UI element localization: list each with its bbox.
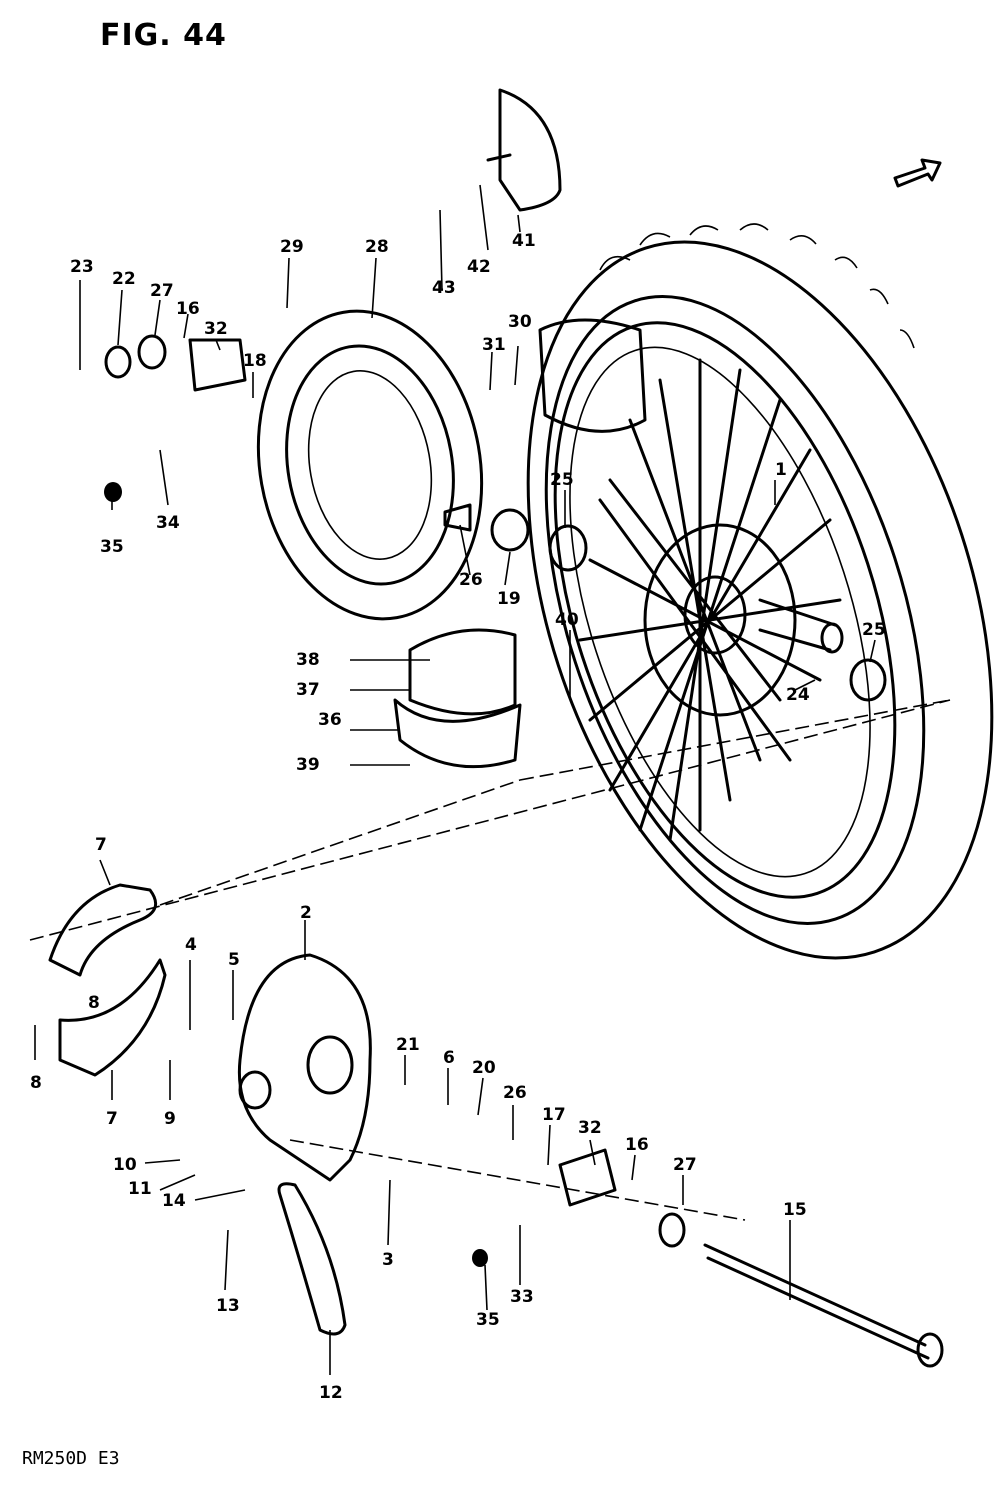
callout-6: 6 [443,1048,455,1068]
callout-16b: 16 [625,1135,649,1155]
callout-20: 20 [472,1058,496,1078]
callout-27a: 27 [150,281,174,301]
rim-and-spokes [553,321,897,899]
callout-35a: 35 [100,537,124,557]
callout-16a: 16 [176,299,200,319]
front-direction-arrow-icon [893,158,942,188]
chain-adjusters [104,334,686,1267]
callout-13: 13 [216,1296,240,1316]
callout-26a: 26 [459,570,483,590]
torque-arm [277,1182,347,1336]
callout-43: 43 [432,278,456,298]
brake-panel [237,953,372,1182]
callout-22: 22 [112,269,136,289]
callout-1: 1 [775,460,787,480]
callout-21: 21 [396,1035,420,1055]
callout-12: 12 [319,1383,343,1403]
callout-5: 5 [228,950,240,970]
callout-25b: 25 [862,620,886,640]
callout-2: 2 [300,903,312,923]
axle [703,1243,944,1368]
callout-7b: 7 [106,1109,118,1129]
callout-18: 18 [243,351,267,371]
callout-8a: 8 [88,993,100,1013]
hub-spacers [443,503,887,702]
callout-29: 29 [280,237,304,257]
callout-34: 34 [156,513,180,533]
callout-39: 39 [296,755,320,775]
callout-15: 15 [783,1200,807,1220]
rear-tire [526,223,994,960]
callout-7a: 7 [95,835,107,855]
callout-leaders [34,184,876,1375]
callout-35b: 35 [476,1310,500,1330]
callout-24: 24 [786,685,810,705]
callout-37: 37 [296,680,320,700]
callout-41: 41 [512,231,536,251]
callout-42: 42 [467,257,491,277]
model-code: RM250D E3 [22,1448,120,1469]
callout-4: 4 [185,935,197,955]
callout-10: 10 [113,1155,137,1175]
callout-11: 11 [128,1179,152,1199]
callout-31: 31 [482,335,506,355]
callout-36: 36 [318,710,342,730]
callout-3: 3 [382,1250,394,1270]
callout-30: 30 [508,312,532,332]
disc-guard [486,88,562,212]
callout-9: 9 [164,1109,176,1129]
sprocket [256,309,484,621]
callout-labels: 1 2 3 4 7 5 6 7 8 8 9 10 11 12 13 14 15 … [30,231,886,1403]
callout-32b: 32 [578,1118,602,1138]
callout-33: 33 [510,1287,534,1307]
callout-25a: 25 [550,470,574,490]
callout-32a: 32 [204,319,228,339]
callout-38: 38 [296,650,320,670]
callout-27b: 27 [673,1155,697,1175]
callout-28: 28 [365,237,389,257]
callout-26b: 26 [503,1083,527,1103]
tube-and-rim-band [393,318,647,769]
callout-40: 40 [555,610,579,630]
callout-19: 19 [497,589,521,609]
hub [643,523,844,717]
assembly-reference-lines [29,699,951,1221]
callout-17: 17 [542,1105,566,1125]
callout-23: 23 [70,257,94,277]
callout-8b: 8 [30,1073,42,1093]
figure-title: FIG. 44 [100,18,227,53]
callout-14: 14 [162,1191,186,1211]
brake-shoes [48,883,167,1077]
